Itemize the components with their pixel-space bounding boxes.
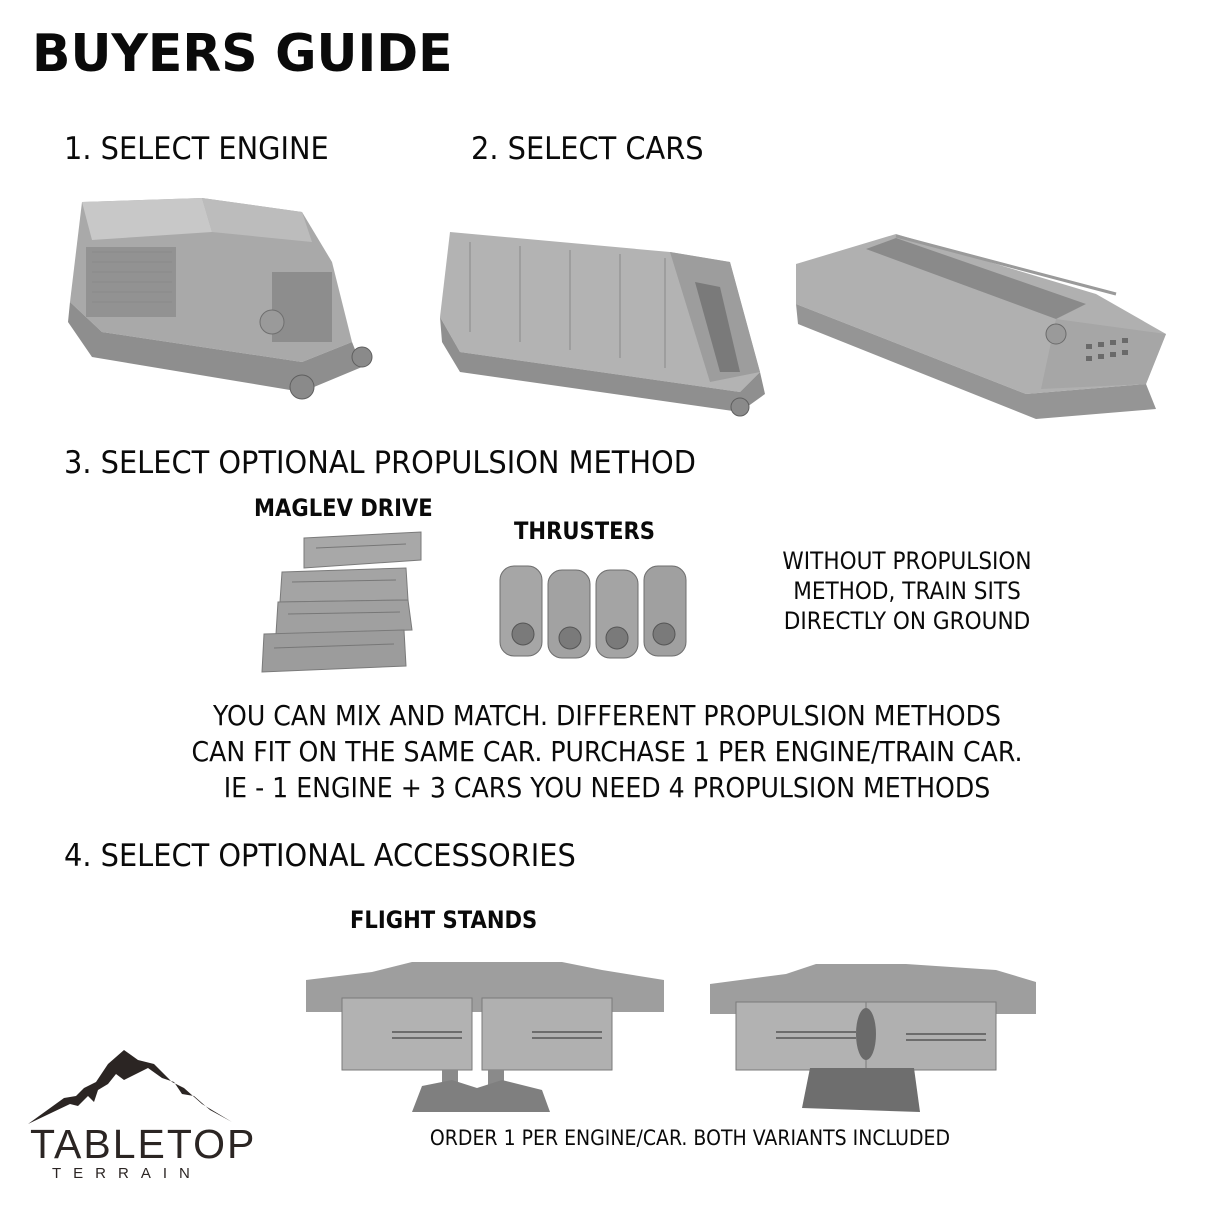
step-1-heading: 1. SELECT ENGINE — [64, 131, 329, 167]
mix-note-line-1: YOU CAN MIX AND MATCH. DIFFERENT PROPULS… — [212, 699, 1002, 732]
flight-stand-rocky-image[interactable] — [302, 962, 666, 1114]
maglev-drive-product-image[interactable] — [256, 530, 424, 676]
thrusters-product-image[interactable] — [498, 562, 694, 660]
mix-note-line-2: CAN FIT ON THE SAME CAR. PURCHASE 1 PER … — [191, 735, 1023, 768]
page-title: BUYERS GUIDE — [32, 24, 453, 84]
step-2-heading: 2. SELECT CARS — [471, 131, 704, 167]
flight-stands-label: FLIGHT STANDS — [350, 906, 538, 934]
engine-product-image[interactable] — [62, 192, 378, 420]
maglev-drive-label: MAGLEV DRIVE — [254, 494, 433, 522]
brand-subname: TERRAIN — [52, 1165, 202, 1182]
enclosed-car-product-image[interactable] — [440, 222, 772, 418]
flight-stand-block-image[interactable] — [706, 962, 1040, 1114]
no-propulsion-note-line-3: DIRECTLY ON GROUND — [783, 607, 1031, 635]
no-propulsion-note-line-1: WITHOUT PROPULSION — [782, 547, 1032, 575]
thrusters-label: THRUSTERS — [514, 517, 656, 545]
mix-note-line-3: IE - 1 ENGINE + 3 CARS YOU NEED 4 PROPUL… — [223, 771, 991, 804]
hopper-car-product-image[interactable] — [786, 224, 1168, 420]
flight-stands-order-note: ORDER 1 PER ENGINE/CAR. BOTH VARIANTS IN… — [429, 1126, 951, 1150]
brand-name: TABLETOP — [30, 1121, 257, 1167]
step-4-heading: 4. SELECT OPTIONAL ACCESSORIES — [64, 838, 576, 874]
mix-and-match-note: YOU CAN MIX AND MATCH. DIFFERENT PROPULS… — [61, 698, 1154, 806]
step-3-heading: 3. SELECT OPTIONAL PROPULSION METHOD — [64, 445, 696, 481]
no-propulsion-note: WITHOUT PROPULSION METHOD, TRAIN SITS DI… — [741, 546, 1074, 636]
brand-logo: TABLETOP TERRAIN — [24, 1046, 254, 1186]
no-propulsion-note-line-2: METHOD, TRAIN SITS — [793, 577, 1021, 605]
mountain-icon — [28, 1050, 232, 1124]
